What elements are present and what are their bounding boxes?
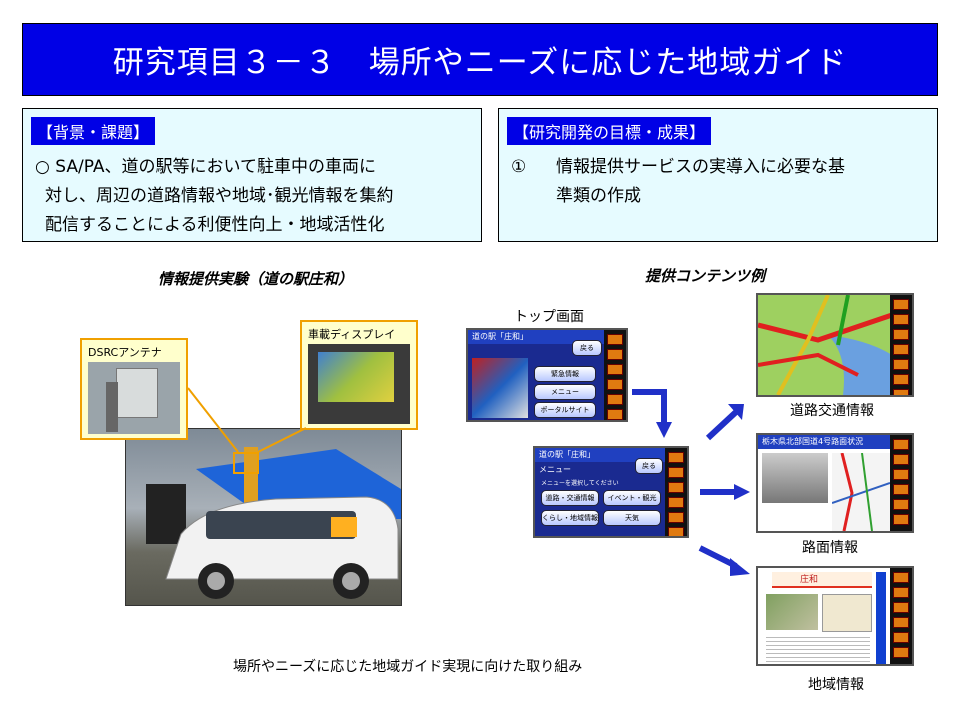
back-button[interactable]: 戻る — [572, 340, 602, 356]
top-screen-header: 道の駅「庄和」 — [468, 330, 604, 344]
footer-caption: 場所やニーズに応じた地域ガイド実現に向けた取り組み — [233, 659, 583, 675]
antenna-inset: DSRCアンテナ — [80, 338, 188, 440]
road-traffic-label: 道路交通情報 — [790, 403, 874, 419]
top-screen-photo — [472, 358, 528, 418]
emergency-info-button[interactable]: 緊急情報 — [534, 366, 596, 382]
background-line: ○ SA/PA、道の駅等において駐車中の車両に — [35, 157, 376, 177]
menu-screen-header: 道の駅「庄和」 — [535, 448, 665, 462]
display-photo — [308, 344, 410, 424]
event-tourism-menu-button[interactable]: イベント・観光 — [603, 490, 661, 506]
goal-line: 準類の作成 — [556, 186, 641, 206]
regional-scrollbar[interactable] — [876, 572, 886, 664]
antenna-label: DSRCアンテナ — [88, 346, 162, 359]
regional-photo — [766, 594, 818, 630]
road-surface-screen: 栃木県北部国道4号路面状況 — [756, 433, 914, 533]
weather-menu-button[interactable]: 天気 — [603, 510, 661, 526]
road-surface-photo — [762, 453, 828, 503]
regional-header: 庄和 — [772, 572, 872, 588]
goal-heading: 【研究開発の目標・成果】 — [507, 117, 712, 145]
background-line: 配信することによる利便性向上・地域活性化 — [45, 215, 385, 235]
display-inset: 車載ディスプレイ — [300, 320, 418, 430]
living-regional-menu-button[interactable]: くらし・地域情報 — [541, 510, 599, 526]
antenna-photo — [88, 362, 180, 434]
traffic-map — [758, 295, 893, 395]
background-panel: 【背景・課題】 ○ SA/PA、道の駅等において駐車中の車両に 対し、周辺の道路… — [22, 108, 482, 242]
page-title: 研究項目３－３ 場所やニーズに応じた地域ガイド — [22, 23, 938, 96]
back-button[interactable]: 戻る — [635, 458, 663, 474]
menu-button[interactable]: メニュー — [534, 384, 596, 400]
menu-screen: 道の駅「庄和」 戻る メニュー メニューを選択してください 道路・交通情報 イベ… — [533, 446, 689, 538]
regional-label: 地域情報 — [808, 677, 864, 693]
menu-sub-header: メニュー — [539, 465, 571, 474]
portal-site-button[interactable]: ポータルサイト — [534, 402, 596, 418]
road-surface-map — [832, 453, 890, 531]
screen-side-controls — [890, 435, 912, 531]
top-screen: 道の駅「庄和」 戻る 緊急情報 メニュー ポータルサイト — [466, 328, 628, 422]
regional-map — [822, 594, 872, 632]
road-surface-label: 路面情報 — [802, 540, 858, 556]
regional-header-text: 庄和 — [800, 575, 819, 585]
background-text: ○ SA/PA、道の駅等において駐車中の車両に 対し、周辺の道路情報や地域･観光… — [35, 153, 394, 240]
contents-caption: 提供コンテンツ例 — [645, 267, 766, 285]
road-traffic-screen — [756, 293, 914, 397]
menu-instruction: メニューを選択してください — [541, 480, 619, 487]
screen-side-controls — [604, 330, 626, 420]
screen-side-controls — [890, 295, 912, 395]
experiment-caption: 情報提供実験（道の駅庄和） — [158, 270, 354, 288]
background-line: 対し、周辺の道路情報や地域･観光情報を集約 — [45, 186, 394, 206]
experiment-photo — [125, 428, 402, 606]
screen-side-controls — [665, 448, 687, 536]
road-surface-header: 栃木県北部国道4号路面状況 — [758, 435, 890, 449]
goal-line: 情報提供サービスの実導入に必要な基 — [556, 157, 845, 177]
goal-marker: ① — [511, 157, 527, 177]
regional-text-block — [766, 634, 870, 662]
goal-panel: 【研究開発の目標・成果】 ① 情報提供サービスの実導入に必要な基 準類の作成 — [498, 108, 938, 242]
car-illustration — [146, 447, 401, 599]
top-screen-label: トップ画面 — [514, 309, 584, 325]
regional-screen: 庄和 — [756, 566, 914, 666]
goal-text: ① 情報提供サービスの実導入に必要な基 準類の作成 — [511, 153, 845, 211]
screen-side-controls — [890, 568, 912, 664]
background-heading: 【背景・課題】 — [31, 117, 156, 145]
display-label: 車載ディスプレイ — [308, 328, 396, 341]
road-traffic-menu-button[interactable]: 道路・交通情報 — [541, 490, 599, 506]
